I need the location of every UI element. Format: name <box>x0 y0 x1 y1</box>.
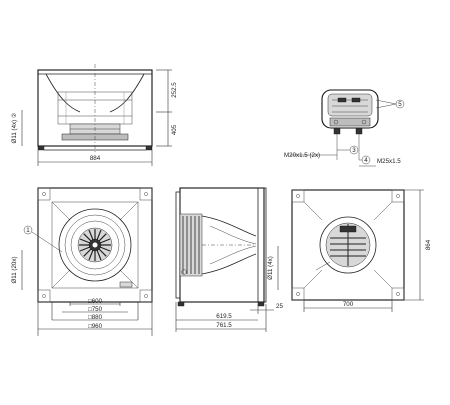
front-dim-960: □960 <box>88 323 103 330</box>
front-dim-600: □600 <box>88 298 103 305</box>
detail-callout-4: 4 <box>364 157 368 164</box>
detail-callout-5: 5 <box>398 101 402 108</box>
detail-label-m25: M25x1.5 <box>377 158 401 165</box>
front-dim-880: □880 <box>88 314 103 321</box>
side-dim-25: 25 <box>276 303 283 310</box>
front-hub <box>77 227 113 263</box>
top-dim-hole: Ø11 (4x) ② <box>11 113 18 144</box>
top-dim-lower: 405 <box>171 124 178 135</box>
rear-dim-hole: Ø11 (4x) <box>267 256 274 280</box>
side-dim-761: 761.5 <box>216 322 232 329</box>
front-dim-hole: Ø11 (20x) <box>11 256 18 283</box>
front-callout-1: 1 <box>26 227 30 234</box>
rear-view: Ø11 (4x) 864 700 <box>267 189 432 312</box>
side-dim-619: 619.5 <box>216 313 232 320</box>
detail-callout-3: 3 <box>352 147 356 154</box>
top-view: 252.5 405 Ø11 (4x) ② 884 <box>11 64 178 166</box>
top-dim-upper: 252.5 <box>171 82 178 98</box>
top-dim-width: 884 <box>90 155 101 162</box>
rear-dim-700: 700 <box>343 301 354 308</box>
rear-dim-864: 864 <box>425 239 432 250</box>
detail-view: 5 3 4 M20x1.5 (2x) M25x1.5 <box>284 89 405 167</box>
detail-label-m20: M20x1.5 (2x) <box>284 152 320 159</box>
side-view: 25 619.5 761.5 <box>175 187 283 332</box>
front-view: 1 Ø11 (20x) □600 □750 □880 □960 <box>11 187 153 336</box>
front-dim-750: □750 <box>88 306 103 313</box>
